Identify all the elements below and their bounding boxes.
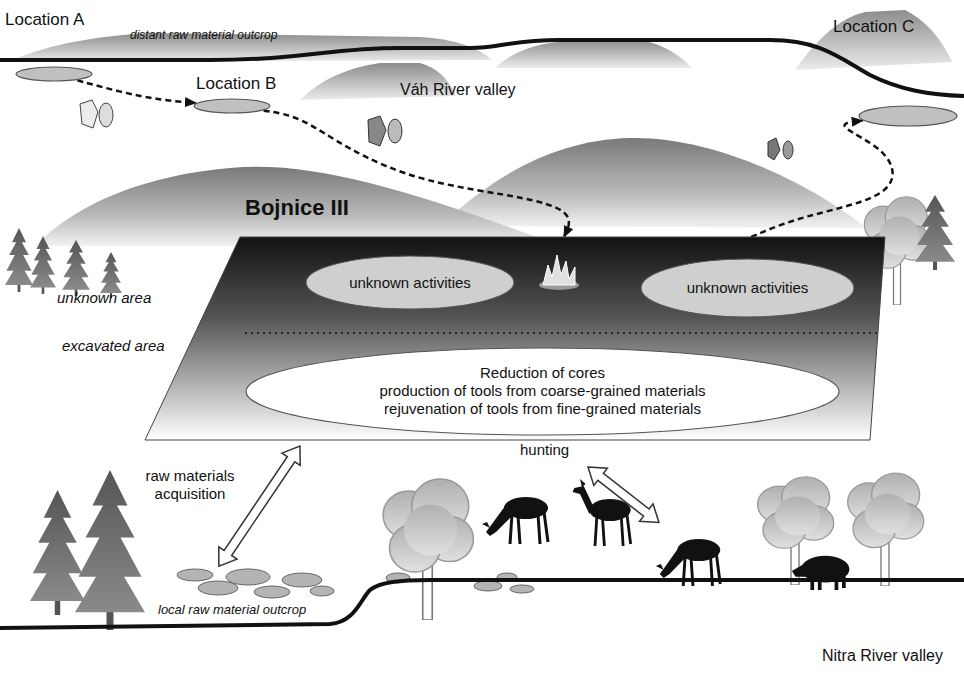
trees (5, 195, 955, 630)
stones-part (254, 586, 290, 598)
animals (482, 479, 849, 590)
activity-text: production of tools from coarse-grained … (380, 382, 706, 400)
trees-part (383, 479, 473, 620)
activity-ellipse-outline (640, 258, 855, 318)
location-ellipse: Location A (15, 66, 93, 82)
route-connector (77, 80, 195, 103)
activity-ellipse-outline (245, 347, 840, 436)
stone-tools-part (368, 116, 386, 146)
location-ellipse-fill (859, 106, 957, 126)
fire-symbol (539, 255, 579, 290)
upper-mountains-part (795, 10, 952, 70)
outcrop-label: distant raw material outcrop (130, 28, 277, 42)
upper-mountains-part (495, 40, 692, 68)
stone-tools-part (99, 103, 113, 127)
stone-tools-part (783, 141, 793, 159)
activity-text: unknown activities (349, 274, 471, 292)
text-stack: unknown activities (305, 255, 515, 310)
double-arrows (210, 440, 666, 573)
site-platform: Bojnice IIIunknown areaexcavated areaunk… (145, 237, 885, 440)
text-stack: Reduction of coresproduction of tools fr… (245, 347, 840, 436)
location-ellipse-outline (193, 98, 271, 114)
activity-ellipse-fill (306, 256, 514, 309)
animals-part (482, 497, 548, 544)
river-label: Nitra River valley (822, 646, 943, 665)
activity-ellipse-outline (305, 255, 515, 310)
trees-part (915, 195, 955, 270)
node-heading: Location C (833, 17, 914, 37)
activity-ellipse-fill (246, 348, 839, 435)
trees-part (848, 473, 924, 586)
location-ellipse: Location B (193, 98, 271, 114)
location-ellipse: Location C (858, 105, 958, 127)
activity-ellipse-fill (641, 259, 854, 317)
location-ellipse-fill (194, 99, 270, 113)
location-ellipse-fill (16, 67, 92, 81)
location-ellipse-outline (15, 66, 93, 82)
activity-text: rejuvenation of tools from fine-grained … (384, 400, 701, 418)
excavation-boundary (245, 332, 879, 334)
activity-ellipse: unknown activities (305, 255, 515, 310)
outcrop-label: local raw material outcrop (158, 602, 306, 618)
upper-mountains (8, 10, 952, 100)
hills-part (35, 167, 562, 246)
hills (35, 138, 866, 246)
stones-part (226, 569, 270, 585)
activity-ellipse: unknown activities (640, 258, 855, 318)
stones-part (177, 569, 213, 581)
trees-part (100, 252, 122, 298)
node-heading: Location B (196, 74, 276, 94)
trees-part (75, 470, 145, 630)
upper-mountains-part (300, 63, 456, 100)
vah-river-line (0, 40, 964, 96)
fire-flame (543, 255, 575, 285)
stones-part (198, 581, 238, 595)
stones-part (474, 581, 502, 591)
stones-part (510, 585, 534, 593)
stones-part (282, 573, 322, 587)
hills-part (440, 138, 866, 228)
route-connector (751, 121, 892, 237)
trees-part (5, 228, 33, 292)
area-label: excavated area (62, 337, 165, 355)
activity-text: Reduction of cores (480, 364, 605, 382)
animals-part (656, 539, 720, 586)
stones-part (310, 586, 334, 596)
activity-ellipse: Reduction of coresproduction of tools fr… (245, 347, 840, 436)
stone-tools-part (388, 119, 402, 143)
activity-label: raw materials acquisition (135, 467, 245, 503)
stone-tools (80, 100, 793, 160)
river-label: Váh River valley (400, 80, 516, 99)
node-heading: Bojnice III (245, 195, 349, 221)
double-arrows-part (581, 458, 665, 531)
location-ellipse-outline (858, 105, 958, 127)
trees-part (30, 236, 56, 294)
site-platform-outline (145, 237, 885, 440)
double-arrows-part (210, 440, 309, 573)
text-stack: unknown activities (640, 258, 855, 318)
stones (177, 569, 534, 598)
route-connector (264, 111, 569, 237)
trees-part (30, 490, 85, 615)
stone-tools-part (768, 138, 780, 160)
animals-part (792, 556, 850, 590)
trees-part (62, 240, 90, 296)
activity-text: unknown activities (687, 279, 809, 297)
stone-tools-part (80, 100, 98, 128)
node-heading: Location A (5, 10, 84, 30)
platform-fill (145, 237, 885, 440)
trees-part (864, 197, 931, 305)
fire-glow (539, 280, 579, 290)
area-label: unknown area (57, 289, 151, 307)
activity-label: hunting (520, 441, 569, 459)
